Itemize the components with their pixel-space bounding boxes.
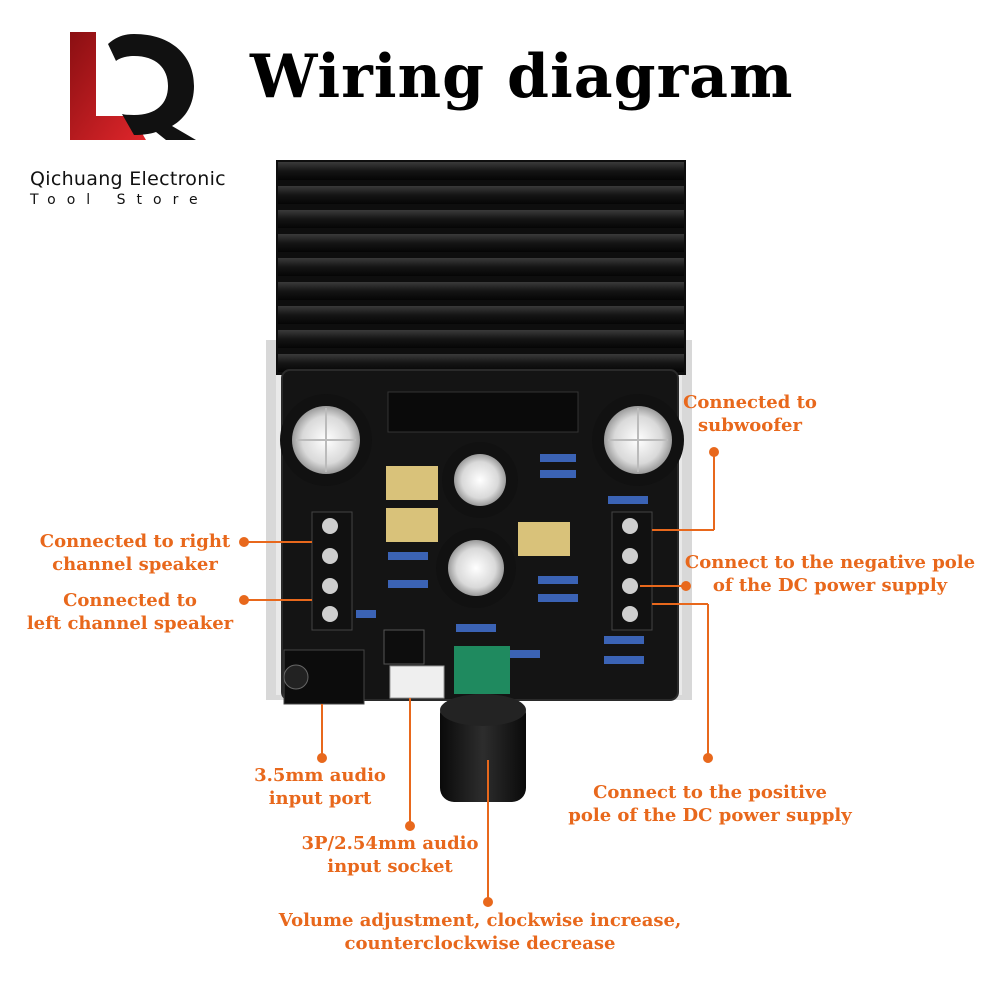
callout-line: Volume adjustment, clockwise increase, xyxy=(278,910,682,931)
callout-audio-port: 3.5mm audio input port xyxy=(240,764,400,810)
callout-subwoofer: Connected to subwoofer xyxy=(672,391,828,437)
callout-line: 3P/2.54mm audio xyxy=(301,833,479,854)
callout-line: 3.5mm audio xyxy=(254,765,386,786)
callout-line: subwoofer xyxy=(698,415,802,436)
heatsink xyxy=(276,160,686,375)
callout-line: Connected to right xyxy=(39,531,231,552)
callout-volume: Volume adjustment, clockwise increase, c… xyxy=(250,909,710,955)
callout-right-speaker: Connected to right channel speaker xyxy=(20,530,250,576)
callout-line: pole of the DC power supply xyxy=(568,805,852,826)
brand-block: Qichuang Electronic Tool Store xyxy=(30,168,250,208)
callout-line: channel speaker xyxy=(52,554,218,575)
callout-audio-socket: 3P/2.54mm audio input socket xyxy=(290,832,490,878)
volume-knob xyxy=(440,694,526,802)
callout-line: Connect to the negative pole xyxy=(684,552,976,573)
capacitor xyxy=(280,394,372,486)
callout-line: Connected to xyxy=(683,392,817,413)
capacitor xyxy=(592,394,684,486)
brand-subtitle: Tool Store xyxy=(30,192,209,208)
callout-line: counterclockwise decrease xyxy=(344,933,616,954)
callout-line: left channel speaker xyxy=(26,613,234,634)
callout-left-speaker: Connected to left channel speaker xyxy=(10,589,250,635)
callout-line: Connect to the positive xyxy=(593,782,827,803)
page-title: Wiring diagram xyxy=(250,42,794,112)
capacitor xyxy=(436,528,516,608)
callout-positive-pole: Connect to the positive pole of the DC p… xyxy=(560,781,860,827)
audio-socket xyxy=(389,665,445,699)
capacitor xyxy=(442,442,518,518)
callout-line: input port xyxy=(268,788,372,809)
brand-logo xyxy=(70,32,196,140)
terminal-block-right xyxy=(611,511,653,631)
brand-name: Qichuang Electronic xyxy=(30,168,226,190)
callout-line: Connected to xyxy=(63,590,197,611)
callout-negative-pole: Connect to the negative pole of the DC p… xyxy=(680,551,980,597)
callout-line: of the DC power supply xyxy=(712,575,948,596)
callout-line: input socket xyxy=(327,856,453,877)
terminal-block-left xyxy=(311,511,353,631)
